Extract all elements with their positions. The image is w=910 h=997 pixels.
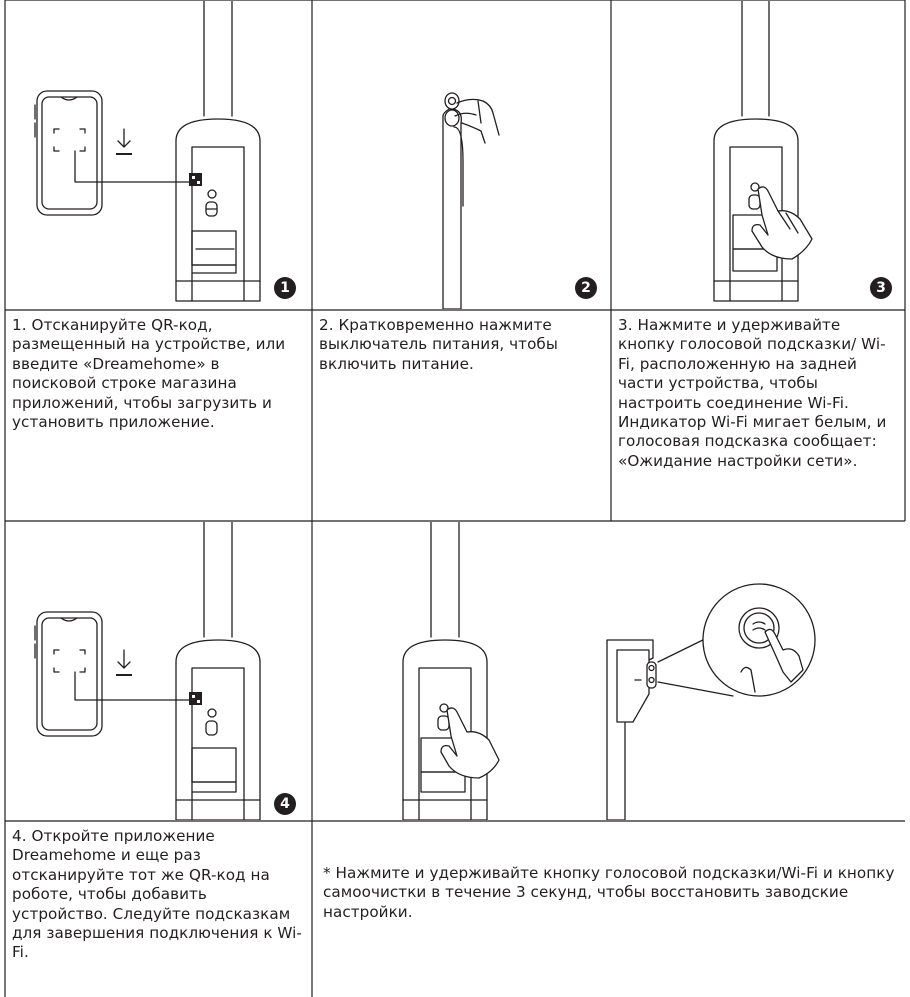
step-badge: 4 [274,793,296,815]
step3-illustration [713,1,813,302]
step-badge: 2 [575,277,597,299]
phone-qr-scan-icon [34,611,190,737]
step1-caption: 1. Отсканируйте QR-код, размещенный на у… [12,316,286,432]
reset-illustration [402,522,816,820]
reset-note: * Нажмите и удерживайте кнопку голосовой… [323,864,895,921]
step4-caption: 4. Откройте приложение Dreamehome и еще … [12,827,302,962]
hand-press-icon [751,186,813,260]
qr-code-icon [189,692,202,705]
step-badge: 1 [274,277,296,299]
step2-illustration [442,92,500,309]
hand-press-icon [440,707,500,779]
phone-qr-scan-icon [34,90,190,216]
step3-caption: 3. Нажмите и удерживайте кнопку голосово… [618,316,887,470]
wifi-voice-button-icon [205,189,218,217]
download-arrow-icon [116,128,132,155]
hand-press-icon [454,98,500,144]
wifi-voice-button-icon [702,583,816,697]
step4-illustration [34,522,261,820]
power-button-icon [444,92,460,127]
download-arrow-icon [116,649,132,676]
step-badge: 3 [870,277,892,299]
hand-press-icon [740,628,804,693]
qr-code-icon [189,173,202,186]
step1-illustration [34,1,261,302]
step2-caption: 2. Кратковременно нажмите выключатель пи… [319,316,558,373]
